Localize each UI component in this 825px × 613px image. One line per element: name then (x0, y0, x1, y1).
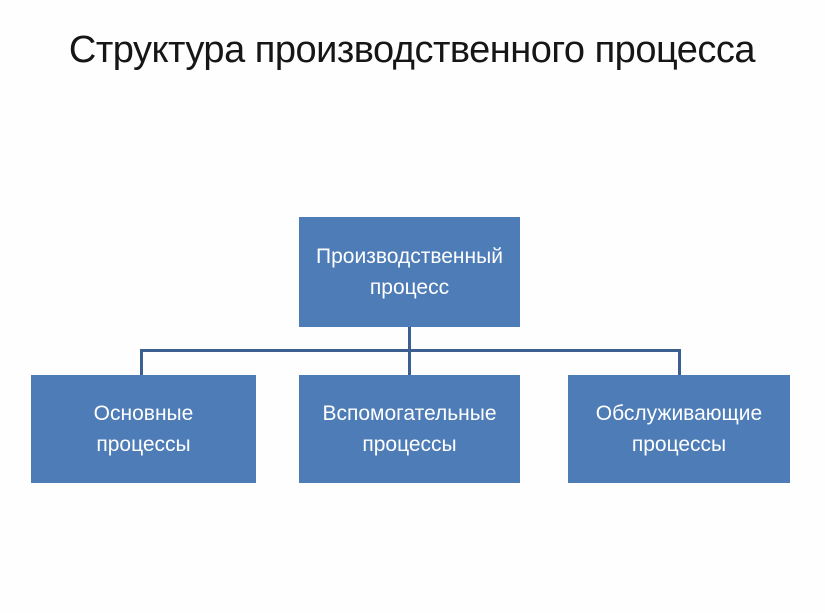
diagram-node-service-processes: Обслуживающие процессы (568, 375, 790, 483)
diagram-node-auxiliary-processes: Вспомогательные процессы (299, 375, 520, 483)
diagram-node-production-process: Производственный процесс (299, 217, 520, 327)
connector-root-stem (408, 327, 411, 350)
connector-drop-main-processes (140, 349, 143, 375)
diagram-node-main-processes: Основные процессы (31, 375, 256, 483)
connector-drop-service-processes (678, 349, 681, 375)
slide-title: Структура производственного процесса (68, 29, 756, 71)
connector-drop-auxiliary-processes (408, 349, 411, 375)
